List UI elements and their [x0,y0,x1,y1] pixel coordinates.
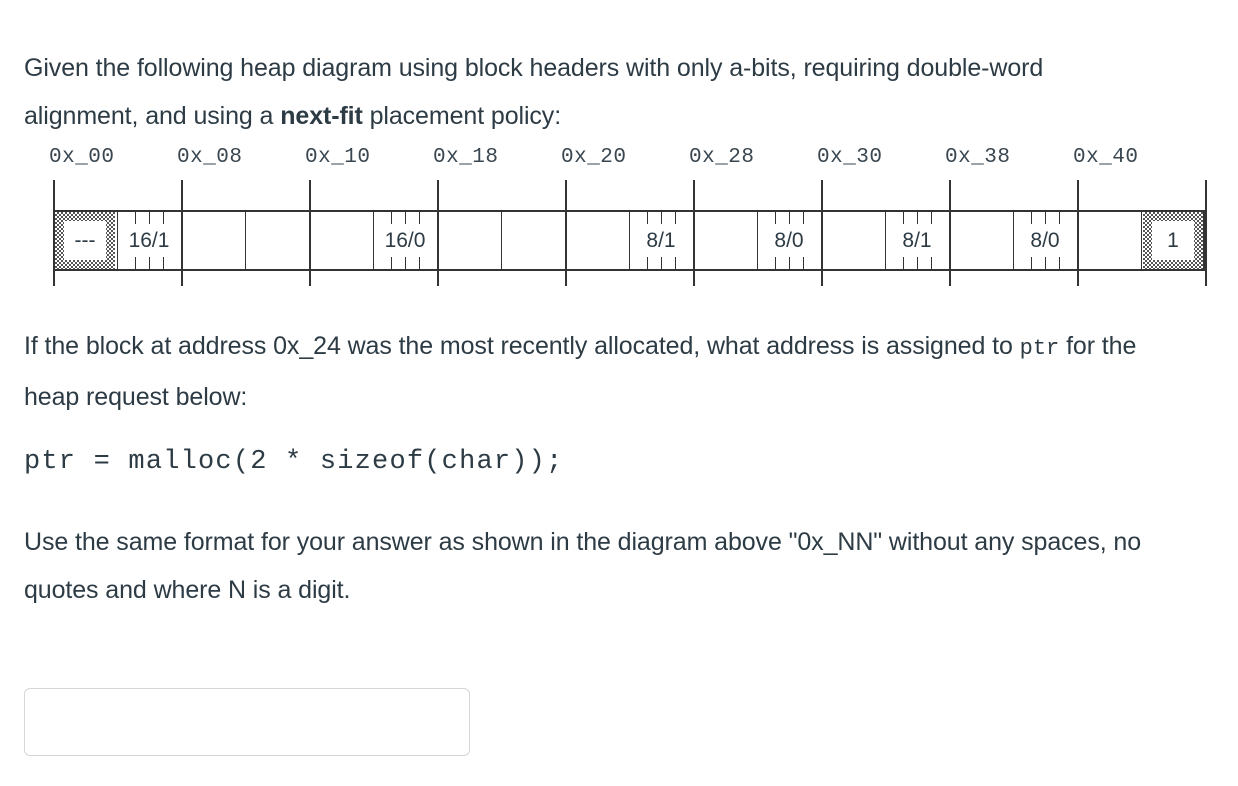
address-label-0x_40: 0x_40 [1073,146,1139,169]
measure-tick [931,212,932,224]
measure-tick [647,257,648,269]
major-tick [437,180,439,286]
measure-tick [405,257,406,269]
measure-tick [675,212,676,224]
major-tick [181,180,183,286]
major-tick [821,180,823,286]
cell-divider [117,210,118,271]
measure-tick [163,257,164,269]
major-tick [309,180,311,286]
answer-input[interactable] [24,688,470,756]
heap-ruler: --- 1 16/1 16/0 8/1 8/0 8/1 8/0 [24,180,1209,286]
measure-tick [917,212,918,224]
major-tick [1205,180,1207,286]
measure-tick [661,257,662,269]
address-label-0x_18: 0x_18 [433,146,499,169]
measure-tick [149,212,150,224]
measure-tick [1059,212,1060,224]
measure-tick [419,257,420,269]
major-tick [565,180,567,286]
cell-divider [565,210,566,271]
intro-text-part1: Given the following heap diagram using b… [24,54,1044,130]
measure-tick [1031,212,1032,224]
cell-divider [245,210,246,271]
address-label-0x_20: 0x_20 [561,146,627,169]
prologue-cell: --- [55,212,115,269]
address-label-0x_28: 0x_28 [689,146,755,169]
intro-paragraph: Given the following heap diagram using b… [24,44,1164,140]
address-label-0x_00: 0x_00 [49,146,115,169]
cell-divider [309,210,310,271]
measure-tick [1045,257,1046,269]
measure-tick [391,212,392,224]
cell-divider [757,210,758,271]
cell-divider [1013,210,1014,271]
address-label-0x_30: 0x_30 [817,146,883,169]
cell-divider [181,210,182,271]
next-fit-emphasis: next-fit [280,102,363,130]
prologue-label: --- [74,228,96,252]
question-text-part2: for the heap request below: [24,332,1137,411]
measure-tick [391,257,392,269]
block-header-label: 8/1 [646,229,676,252]
measure-tick [931,257,932,269]
major-tick [693,180,695,286]
measure-tick [661,212,662,224]
cell-divider [437,210,438,271]
major-tick [53,180,55,286]
cell-divider [373,210,374,271]
format-instruction-paragraph: Use the same format for your answer as s… [24,528,1142,604]
measure-tick [405,212,406,224]
measure-tick [803,212,804,224]
address-label-0x_08: 0x_08 [177,146,243,169]
measure-tick [1031,257,1032,269]
block-header-label: 8/0 [774,229,804,252]
epilogue-cell: 1 [1143,212,1203,269]
address-label-0x_38: 0x_38 [945,146,1011,169]
cell-divider [949,210,950,271]
address-label-row: 0x_00 0x_08 0x_10 0x_18 0x_20 0x_28 0x_30 0x_38… [24,146,1209,176]
measure-tick [803,257,804,269]
heap-diagram: 0x_00 0x_08 0x_10 0x_18 0x_20 0x_28 0x_30 0x_38… [24,146,1209,291]
major-tick [949,180,951,286]
measure-tick [675,257,676,269]
cell-divider [885,210,886,271]
major-tick [1077,180,1079,286]
cell-divider [821,210,822,271]
question-text-part1: If the block at address 0x_24 was the mo… [24,332,1020,360]
block-header-label: 16/0 [384,229,426,252]
malloc-code-line: ptr = malloc(2 * sizeof(char)); [24,447,564,477]
measure-tick [917,257,918,269]
measure-tick [789,257,790,269]
cell-divider [1141,210,1142,271]
measure-tick [903,257,904,269]
measure-tick [135,212,136,224]
epilogue-label: 1 [1167,228,1179,252]
block-header-label: 8/0 [1030,229,1060,252]
block-header-label: 8/1 [902,229,932,252]
question-paragraph: If the block at address 0x_24 was the mo… [24,322,1164,421]
intro-text-part2: placement policy: [362,102,562,130]
measure-tick [149,257,150,269]
measure-tick [903,212,904,224]
cell-divider [629,210,630,271]
measure-tick [135,257,136,269]
measure-tick [1059,257,1060,269]
address-label-0x_10: 0x_10 [305,146,371,169]
ptr-identifier: ptr [1019,336,1060,361]
measure-tick [789,212,790,224]
cell-divider [1077,210,1078,271]
measure-tick [163,212,164,224]
measure-tick [1045,212,1046,224]
measure-tick [775,212,776,224]
measure-tick [647,212,648,224]
measure-tick [775,257,776,269]
cell-divider [501,210,502,271]
block-header-label: 16/1 [128,229,170,252]
cell-divider [693,210,694,271]
measure-tick [419,212,420,224]
